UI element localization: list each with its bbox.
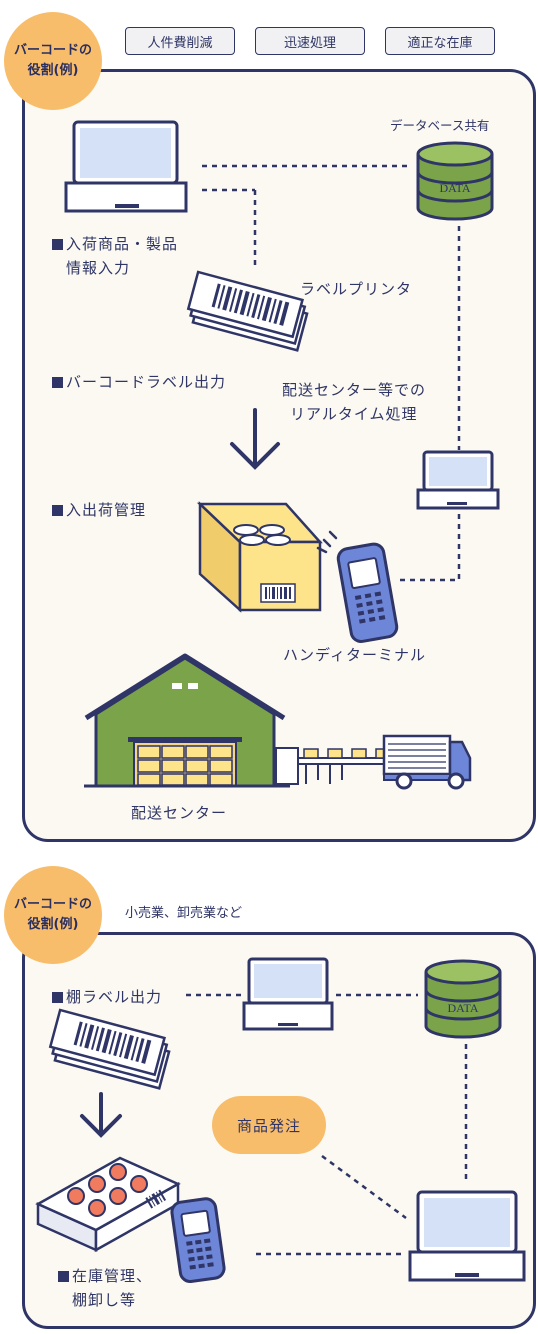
database-icon [416, 141, 494, 221]
laptop-icon-2 [242, 957, 334, 1031]
shipping-mgmt-label: 入出荷管理 [52, 498, 146, 522]
badge-line2: 役割(例) [27, 63, 79, 78]
laptop-icon [64, 120, 188, 213]
realtime-label: 配送センター等での リアルタイム処理 [282, 378, 426, 426]
handy-terminal-icon-2 [170, 1197, 226, 1284]
section1-badge: バーコードの 役割(例) [4, 12, 102, 110]
down-arrow-icon-2 [80, 1092, 122, 1138]
connector-lines [202, 164, 461, 582]
section2-subtitle: 小売業、卸売業など [125, 906, 243, 921]
label-output: バーコードラベル出力 [52, 370, 226, 394]
warehouse-icon [84, 653, 290, 788]
bullet-icon [52, 505, 63, 516]
distribution-center-label: 配送センター [131, 804, 228, 822]
badge-line2: 役割(例) [27, 917, 79, 932]
database-icon-2 [424, 959, 502, 1039]
laptop-small-icon [416, 450, 500, 510]
label-output-text: バーコードラベル出力 [66, 373, 227, 391]
input-label: 入荷商品・製品 情報入力 [52, 232, 178, 280]
tag-fast-processing: 迅速処理 [255, 27, 365, 55]
input-label-line1: 入荷商品・製品 [66, 235, 179, 253]
handy-terminal-label: ハンディターミナル [283, 646, 426, 664]
badge-line1: バーコードの [13, 43, 92, 58]
tag-cost-reduction: 人件費削減 [125, 27, 235, 55]
bullet-icon [52, 239, 63, 250]
input-label-line2: 情報入力 [66, 259, 131, 277]
realtime-line1: 配送センター等での [282, 381, 427, 399]
conveyor-icon [275, 747, 391, 785]
bullet-icon [58, 1271, 69, 1282]
database-share-label: データベース共有 [390, 118, 490, 133]
printer-label: ラベルプリンタ [300, 280, 413, 298]
shelf-label-text: 棚ラベル出力 [66, 988, 163, 1006]
db-text-1: DATA [439, 181, 470, 195]
cardboard-box-icon [196, 501, 323, 613]
inventory-line2: 棚卸し等 [72, 1291, 137, 1309]
down-arrow-icon [230, 408, 280, 470]
bullet-icon [52, 377, 63, 388]
tag-proper-inventory: 適正な在庫 [385, 27, 495, 55]
handy-terminal-icon [316, 530, 399, 643]
fruit-tray-icon [35, 1156, 181, 1253]
inventory-label: 在庫管理、 棚卸し等 [58, 1264, 152, 1312]
section2-badge: バーコードの 役割(例) [4, 866, 102, 964]
barcode-label-stack-icon [186, 270, 309, 352]
connector-lines-2 [186, 993, 468, 1256]
bullet-icon [52, 992, 63, 1003]
db-text-2: DATA [447, 1001, 478, 1015]
inventory-line1: 在庫管理、 [72, 1267, 153, 1285]
laptop-large-icon [408, 1190, 526, 1282]
realtime-line2: リアルタイム処理 [290, 405, 418, 423]
shipping-mgmt-text: 入出荷管理 [66, 501, 147, 519]
product-order-badge: 商品発注 [212, 1096, 326, 1154]
truck-icon [382, 734, 472, 790]
badge-line1: バーコードの [13, 897, 92, 912]
shelf-label-output: 棚ラベル出力 [52, 985, 162, 1009]
barcode-label-stack-icon-2 [48, 1008, 171, 1090]
